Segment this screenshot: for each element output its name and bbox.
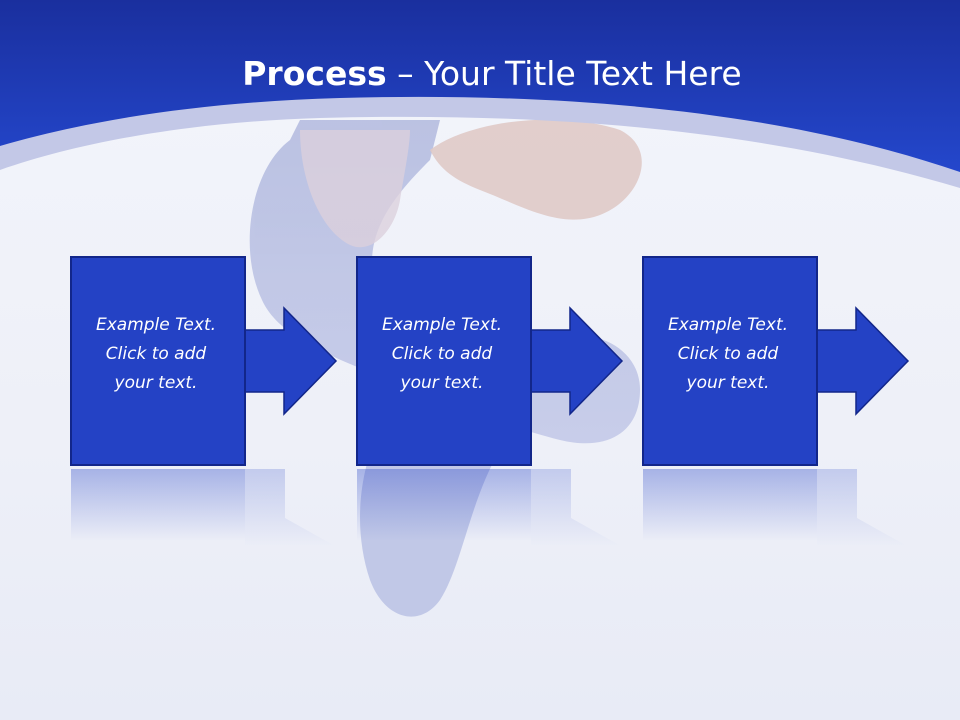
step-shape-1 <box>70 256 338 546</box>
step-shape-2 <box>356 256 624 546</box>
step-text-line: your text. <box>114 373 198 393</box>
step-text-line: Click to add <box>391 344 493 364</box>
step-text-2[interactable]: Example Text. Click to add your text. <box>356 311 528 398</box>
step-arrow-2 <box>529 306 624 416</box>
step-reflection-1 <box>71 469 335 546</box>
step-text-line: Example Text. <box>95 315 217 335</box>
step-reflection-3 <box>643 469 907 546</box>
step-shape-3 <box>642 256 910 546</box>
step-arrow-1 <box>243 306 338 416</box>
step-text-line: Example Text. <box>381 315 503 335</box>
process-step-1[interactable]: Example Text. Click to add your text. <box>70 256 410 546</box>
title-rest: – Your Title Text Here <box>386 54 742 93</box>
step-text-line: Click to add <box>105 344 207 364</box>
step-text-line: Click to add <box>677 344 779 364</box>
step-box-2 <box>356 256 532 466</box>
process-step-3[interactable]: Example Text. Click to add your text. <box>642 256 942 546</box>
header-band <box>0 0 960 172</box>
step-reflection-2 <box>357 469 621 546</box>
step-text-3[interactable]: Example Text. Click to add your text. <box>642 311 814 398</box>
step-box-3 <box>642 256 818 466</box>
step-text-line: your text. <box>686 373 770 393</box>
step-box-1 <box>70 256 246 466</box>
title-strong: Process <box>242 54 387 93</box>
step-text-line: your text. <box>400 373 484 393</box>
step-text-1[interactable]: Example Text. Click to add your text. <box>70 311 242 398</box>
step-arrow-3 <box>815 306 910 416</box>
page-title: Process – Your Title Text Here <box>0 52 960 96</box>
process-step-2[interactable]: Example Text. Click to add your text. <box>356 256 696 546</box>
step-text-line: Example Text. <box>667 315 789 335</box>
